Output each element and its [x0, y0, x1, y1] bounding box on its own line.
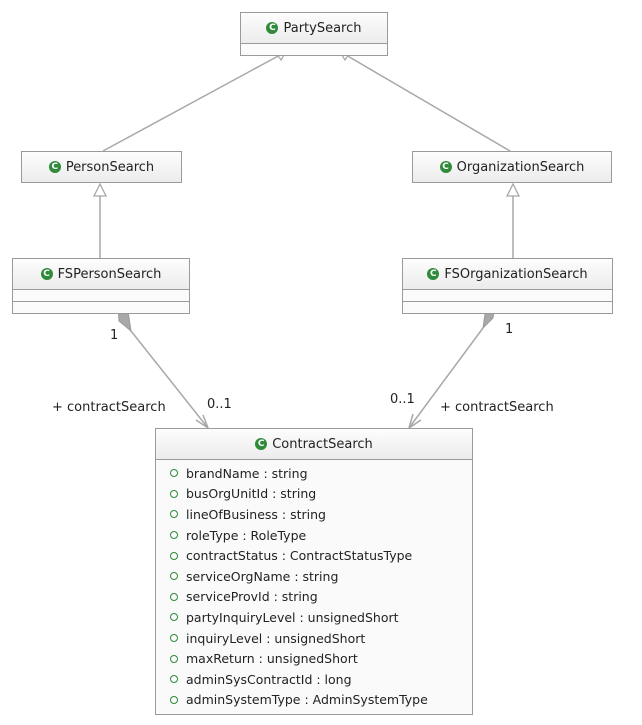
attribute-row[interactable]: contractStatus : ContractStatusType — [156, 545, 472, 566]
attribute-text: brandName : string — [186, 465, 308, 481]
attribute-text: serviceProvId : string — [186, 589, 318, 605]
multiplicity-target-right: 0..1 — [390, 392, 415, 407]
role-label-left: + contractSearch — [52, 400, 166, 415]
attribute-compartment — [13, 289, 189, 301]
attribute-row[interactable]: serviceOrgName : string — [156, 566, 472, 587]
class-icon: C — [40, 268, 53, 280]
generalization-arrowhead-fsorg — [505, 182, 521, 197]
multiplicity-source-right: 1 — [505, 322, 514, 337]
class-name: PersonSearch — [65, 159, 155, 175]
class-name: ContractSearch — [272, 436, 373, 452]
attribute-text: maxReturn : unsignedShort — [186, 651, 358, 667]
class-organization-search[interactable]: C OrganizationSearch — [412, 151, 612, 183]
attribute-text: serviceOrgName : string — [186, 568, 339, 584]
class-header: C OrganizationSearch — [413, 152, 611, 182]
class-name: FSPersonSearch — [57, 266, 162, 282]
attribute-text: roleType : RoleType — [186, 527, 307, 543]
attribute-compartment: brandName : string busOrgUnitId : string l… — [156, 459, 472, 714]
attribute-row[interactable]: partyInquiryLevel : unsignedShort — [156, 607, 472, 628]
attribute-compartment — [241, 43, 387, 55]
public-attribute-icon — [170, 613, 178, 622]
public-attribute-icon — [170, 551, 178, 560]
class-contract-search[interactable]: C ContractSearch brandName : string busOr… — [155, 428, 473, 716]
generalization-organization-to-party — [345, 54, 511, 152]
attribute-row[interactable]: maxReturn : unsignedShort — [156, 648, 472, 669]
public-attribute-icon — [170, 654, 178, 663]
attribute-row[interactable]: lineOfBusiness : string — [156, 504, 472, 525]
attribute-text: adminSystemType : AdminSystemType — [186, 692, 428, 708]
public-attribute-icon — [170, 510, 178, 519]
class-icon: C — [439, 161, 452, 173]
class-icon: C — [255, 438, 268, 450]
composition-line-left — [130, 330, 209, 429]
class-fs-person-search[interactable]: C FSPersonSearch — [12, 258, 190, 314]
attribute-row[interactable]: brandName : string — [156, 463, 472, 484]
operation-compartment — [13, 301, 189, 313]
class-icon: C — [266, 22, 279, 34]
multiplicity-target-left: 0..1 — [207, 397, 232, 412]
public-attribute-icon — [170, 634, 178, 643]
class-person-search[interactable]: C PersonSearch — [21, 151, 182, 183]
class-name: PartySearch — [283, 20, 362, 36]
attribute-text: busOrgUnitId : string — [186, 486, 317, 502]
public-attribute-icon — [170, 531, 178, 540]
attribute-row[interactable]: busOrgUnitId : string — [156, 484, 472, 505]
public-attribute-icon — [170, 675, 178, 684]
class-header: C FSOrganizationSearch — [403, 259, 612, 289]
multiplicity-source-left: 1 — [110, 328, 119, 343]
attribute-text: partyInquiryLevel : unsignedShort — [186, 609, 399, 625]
class-fs-organization-search[interactable]: C FSOrganizationSearch — [402, 258, 613, 314]
generalization-arrowhead-fsperson — [92, 182, 108, 197]
attribute-text: lineOfBusiness : string — [186, 506, 326, 522]
class-name: OrganizationSearch — [456, 159, 585, 175]
attribute-row[interactable]: serviceProvId : string — [156, 587, 472, 608]
class-party-search[interactable]: C PartySearch — [240, 12, 388, 56]
operation-compartment — [403, 301, 612, 313]
public-attribute-icon — [170, 592, 178, 601]
public-attribute-icon — [170, 572, 178, 581]
attribute-row[interactable]: inquiryLevel : unsignedShort — [156, 628, 472, 649]
public-attribute-icon — [170, 695, 178, 704]
class-header: C PartySearch — [241, 13, 387, 43]
attribute-row[interactable]: adminSysContractId : long — [156, 669, 472, 690]
attribute-text: contractStatus : ContractStatusType — [186, 548, 413, 564]
attribute-text: adminSysContractId : long — [186, 671, 352, 687]
class-name: FSOrganizationSearch — [444, 266, 588, 282]
composition-line-right — [408, 327, 484, 429]
class-header: C PersonSearch — [22, 152, 181, 182]
class-icon: C — [48, 161, 61, 173]
attribute-row[interactable]: adminSystemType : AdminSystemType — [156, 690, 472, 711]
attribute-text: inquiryLevel : unsignedShort — [186, 630, 366, 646]
public-attribute-icon — [170, 489, 178, 498]
class-header: C FSPersonSearch — [13, 259, 189, 289]
public-attribute-icon — [170, 469, 178, 478]
role-label-right: + contractSearch — [440, 400, 554, 415]
attribute-row[interactable]: roleType : RoleType — [156, 525, 472, 546]
class-header: C ContractSearch — [156, 429, 472, 459]
class-icon: C — [427, 268, 440, 280]
attribute-compartment — [403, 289, 612, 301]
generalization-person-to-party — [102, 54, 281, 152]
